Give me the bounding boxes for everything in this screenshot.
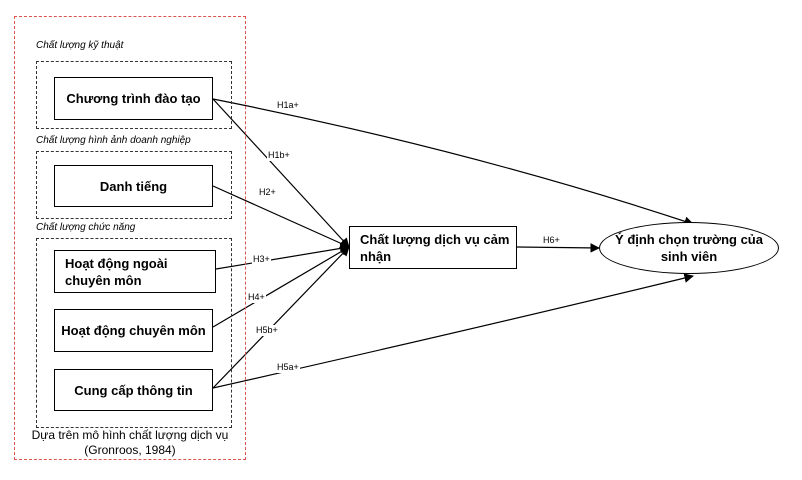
edge-h1b (212, 98, 350, 248)
group-functional (36, 238, 232, 428)
edge-h3 (215, 243, 350, 270)
source-caption: Dựa trên mô hình chất lượng dịch vụ (Gro… (14, 428, 246, 458)
group-technical (36, 61, 232, 129)
node-professional[interactable]: Hoạt động chuyên môn (54, 309, 213, 352)
edge-label-h3: H3+ (252, 254, 271, 265)
edge-label-h5b: H5b+ (255, 325, 279, 336)
node-information[interactable]: Cung cấp thông tin (54, 369, 213, 411)
group-label-technical: Chất lượng kỹ thuật (36, 40, 124, 51)
edge-label-h1a: H1a+ (276, 100, 300, 111)
group-image (36, 151, 232, 219)
edge-h4 (212, 246, 350, 328)
edge-h2 (212, 185, 350, 248)
edge-label-h4: H4+ (247, 292, 266, 303)
node-perceived-quality[interactable]: Chất lượng dịch vụ cảm nhận (349, 226, 517, 269)
caption-line-1: Dựa trên mô hình chất lượng dịch vụ (31, 428, 229, 442)
caption-line-2: (Gronroos, 1984) (84, 443, 176, 457)
gronroos-frame (14, 16, 246, 460)
node-reputation[interactable]: Danh tiếng (54, 165, 213, 207)
node-extracurricular[interactable]: Hoạt động ngoài chuyên môn (54, 250, 216, 293)
group-label-image: Chất lượng hình ảnh doanh nghiệp (36, 135, 191, 146)
edge-h6 (516, 243, 600, 253)
node-student-intention[interactable]: Ý định chọn trường của sinh viên (599, 222, 779, 274)
group-label-functional: Chất lượng chức năng (36, 222, 136, 233)
edge-label-h6: H6+ (542, 235, 561, 246)
edge-h5b (212, 246, 350, 389)
node-training[interactable]: Chương trình đào tạo (54, 77, 213, 120)
edge-label-h2: H2+ (258, 187, 277, 198)
edge-label-h5a: H5a+ (276, 362, 300, 373)
edge-h1a (212, 98, 694, 226)
edge-label-h1b: H1b+ (267, 150, 291, 161)
